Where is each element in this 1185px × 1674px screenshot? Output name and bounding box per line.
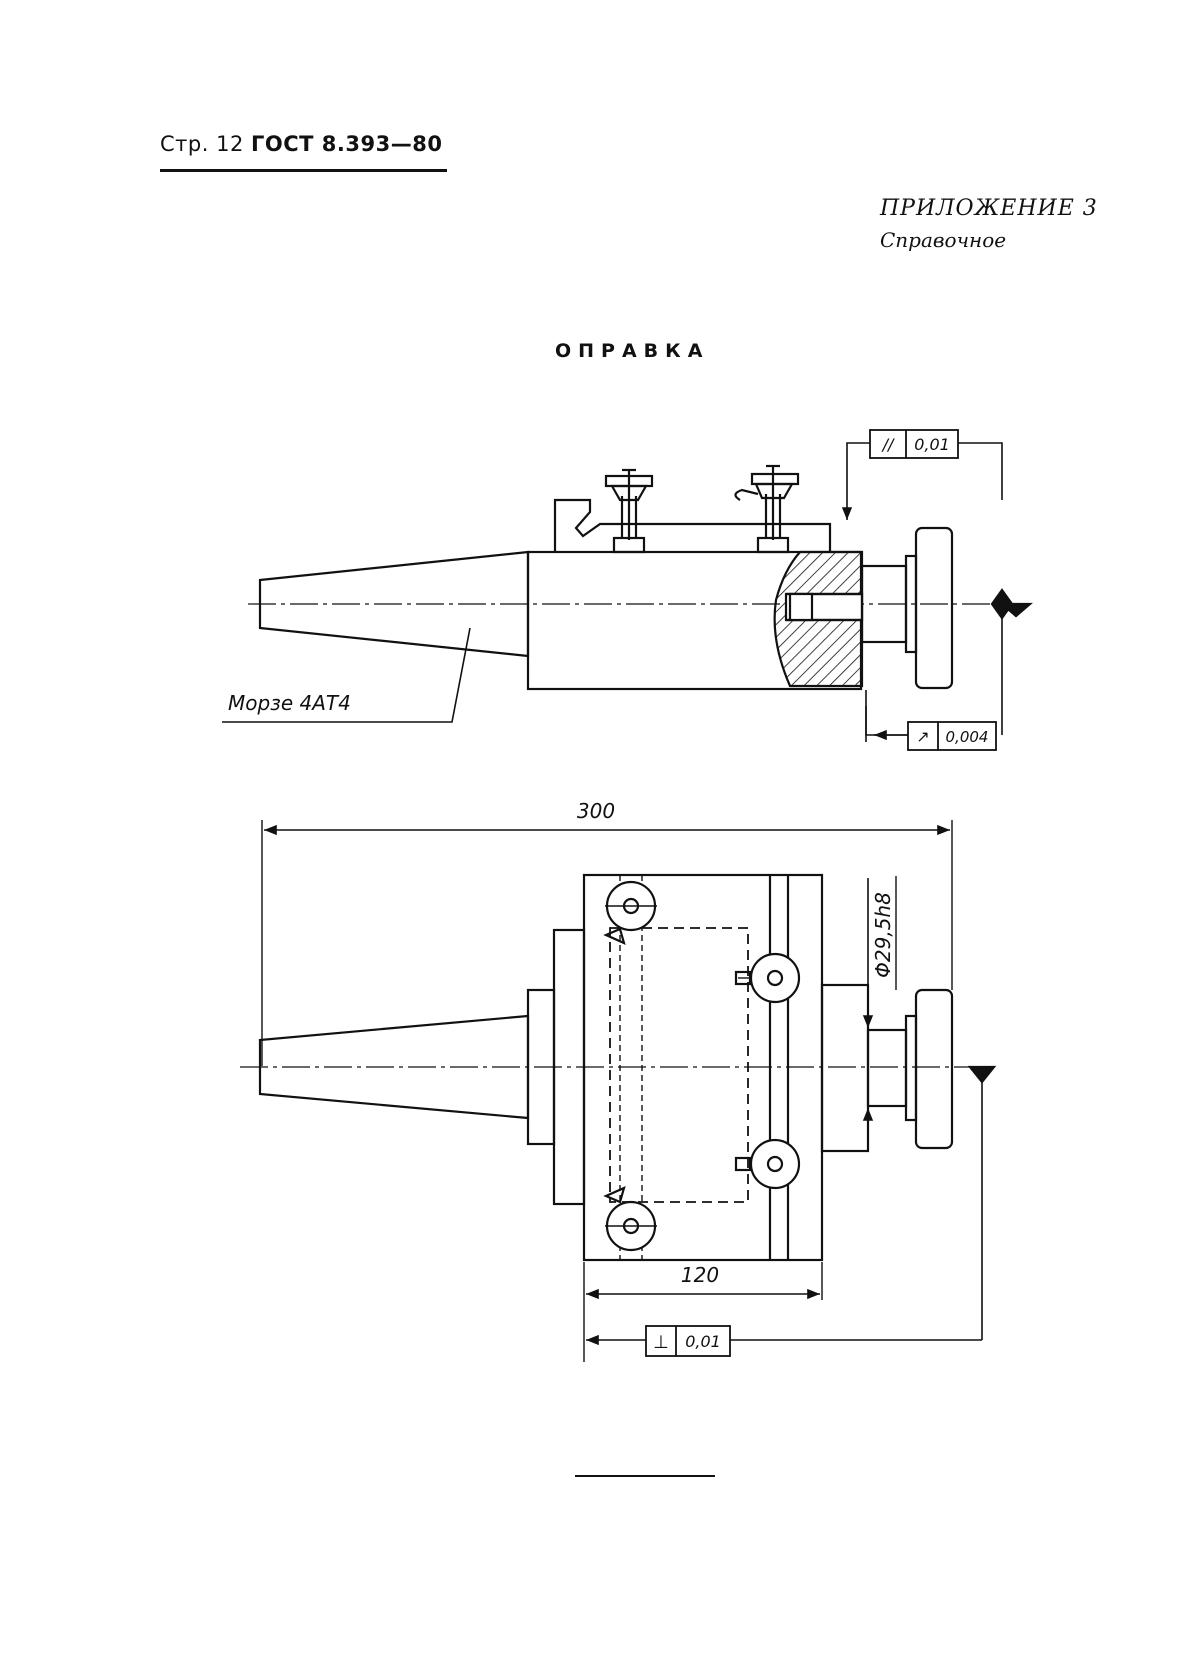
side-view <box>222 442 1033 742</box>
perpendicular-symbol: ⊥ <box>653 1332 669 1353</box>
plan-disc <box>914 988 954 1150</box>
rail <box>553 498 832 552</box>
knob-top-left <box>603 880 657 945</box>
taper-label: Морзе 4АТ4 <box>228 691 351 715</box>
dim-120-label: 120 <box>681 1263 719 1287</box>
end-rule <box>575 1475 715 1477</box>
header-rule <box>160 169 447 172</box>
knob-top-right <box>734 952 801 1004</box>
plan-view <box>240 820 997 1362</box>
dim-300-label: 300 <box>577 799 615 823</box>
clamp-right <box>734 464 800 554</box>
appendix-title: ПРИЛОЖЕНИЕ 3 <box>880 196 1098 221</box>
parallel-value: 0,01 <box>914 435 950 454</box>
hidden-outline <box>609 927 749 1203</box>
plan-spindle <box>820 983 870 1153</box>
parallel-symbol: // <box>881 435 895 454</box>
page-number: Стр. 12 <box>160 132 244 156</box>
runout-tolerance-frame: ↗ 0,004 <box>907 721 997 751</box>
plan-neck <box>866 1028 908 1108</box>
datum-triangle-bottom <box>967 1065 997 1084</box>
perpendicular-value: 0,01 <box>685 1332 721 1351</box>
standard-id: ГОСТ 8.393—80 <box>251 132 443 156</box>
page-header: Стр. 12 ГОСТ 8.393—80 <box>160 132 442 156</box>
knob-bottom-left <box>603 1186 657 1252</box>
runout-symbol: ↗ <box>916 727 929 746</box>
parallel-tolerance-frame: // 0,01 <box>869 429 959 459</box>
appendix-subtitle: Справочное <box>880 228 1007 252</box>
perpendicular-tolerance-frame: ⊥ 0,01 <box>645 1325 731 1357</box>
diameter-label: Φ29,5h8 <box>871 892 895 978</box>
drawing-title: ОПРАВКА <box>555 340 710 362</box>
runout-leader <box>865 690 910 736</box>
end-disc <box>914 526 954 690</box>
plan-flange <box>904 1014 918 1122</box>
runout-value: 0,004 <box>946 728 989 746</box>
clamp-left <box>604 468 654 554</box>
bore-insert <box>788 592 814 622</box>
knob-bottom-right <box>734 1138 801 1190</box>
